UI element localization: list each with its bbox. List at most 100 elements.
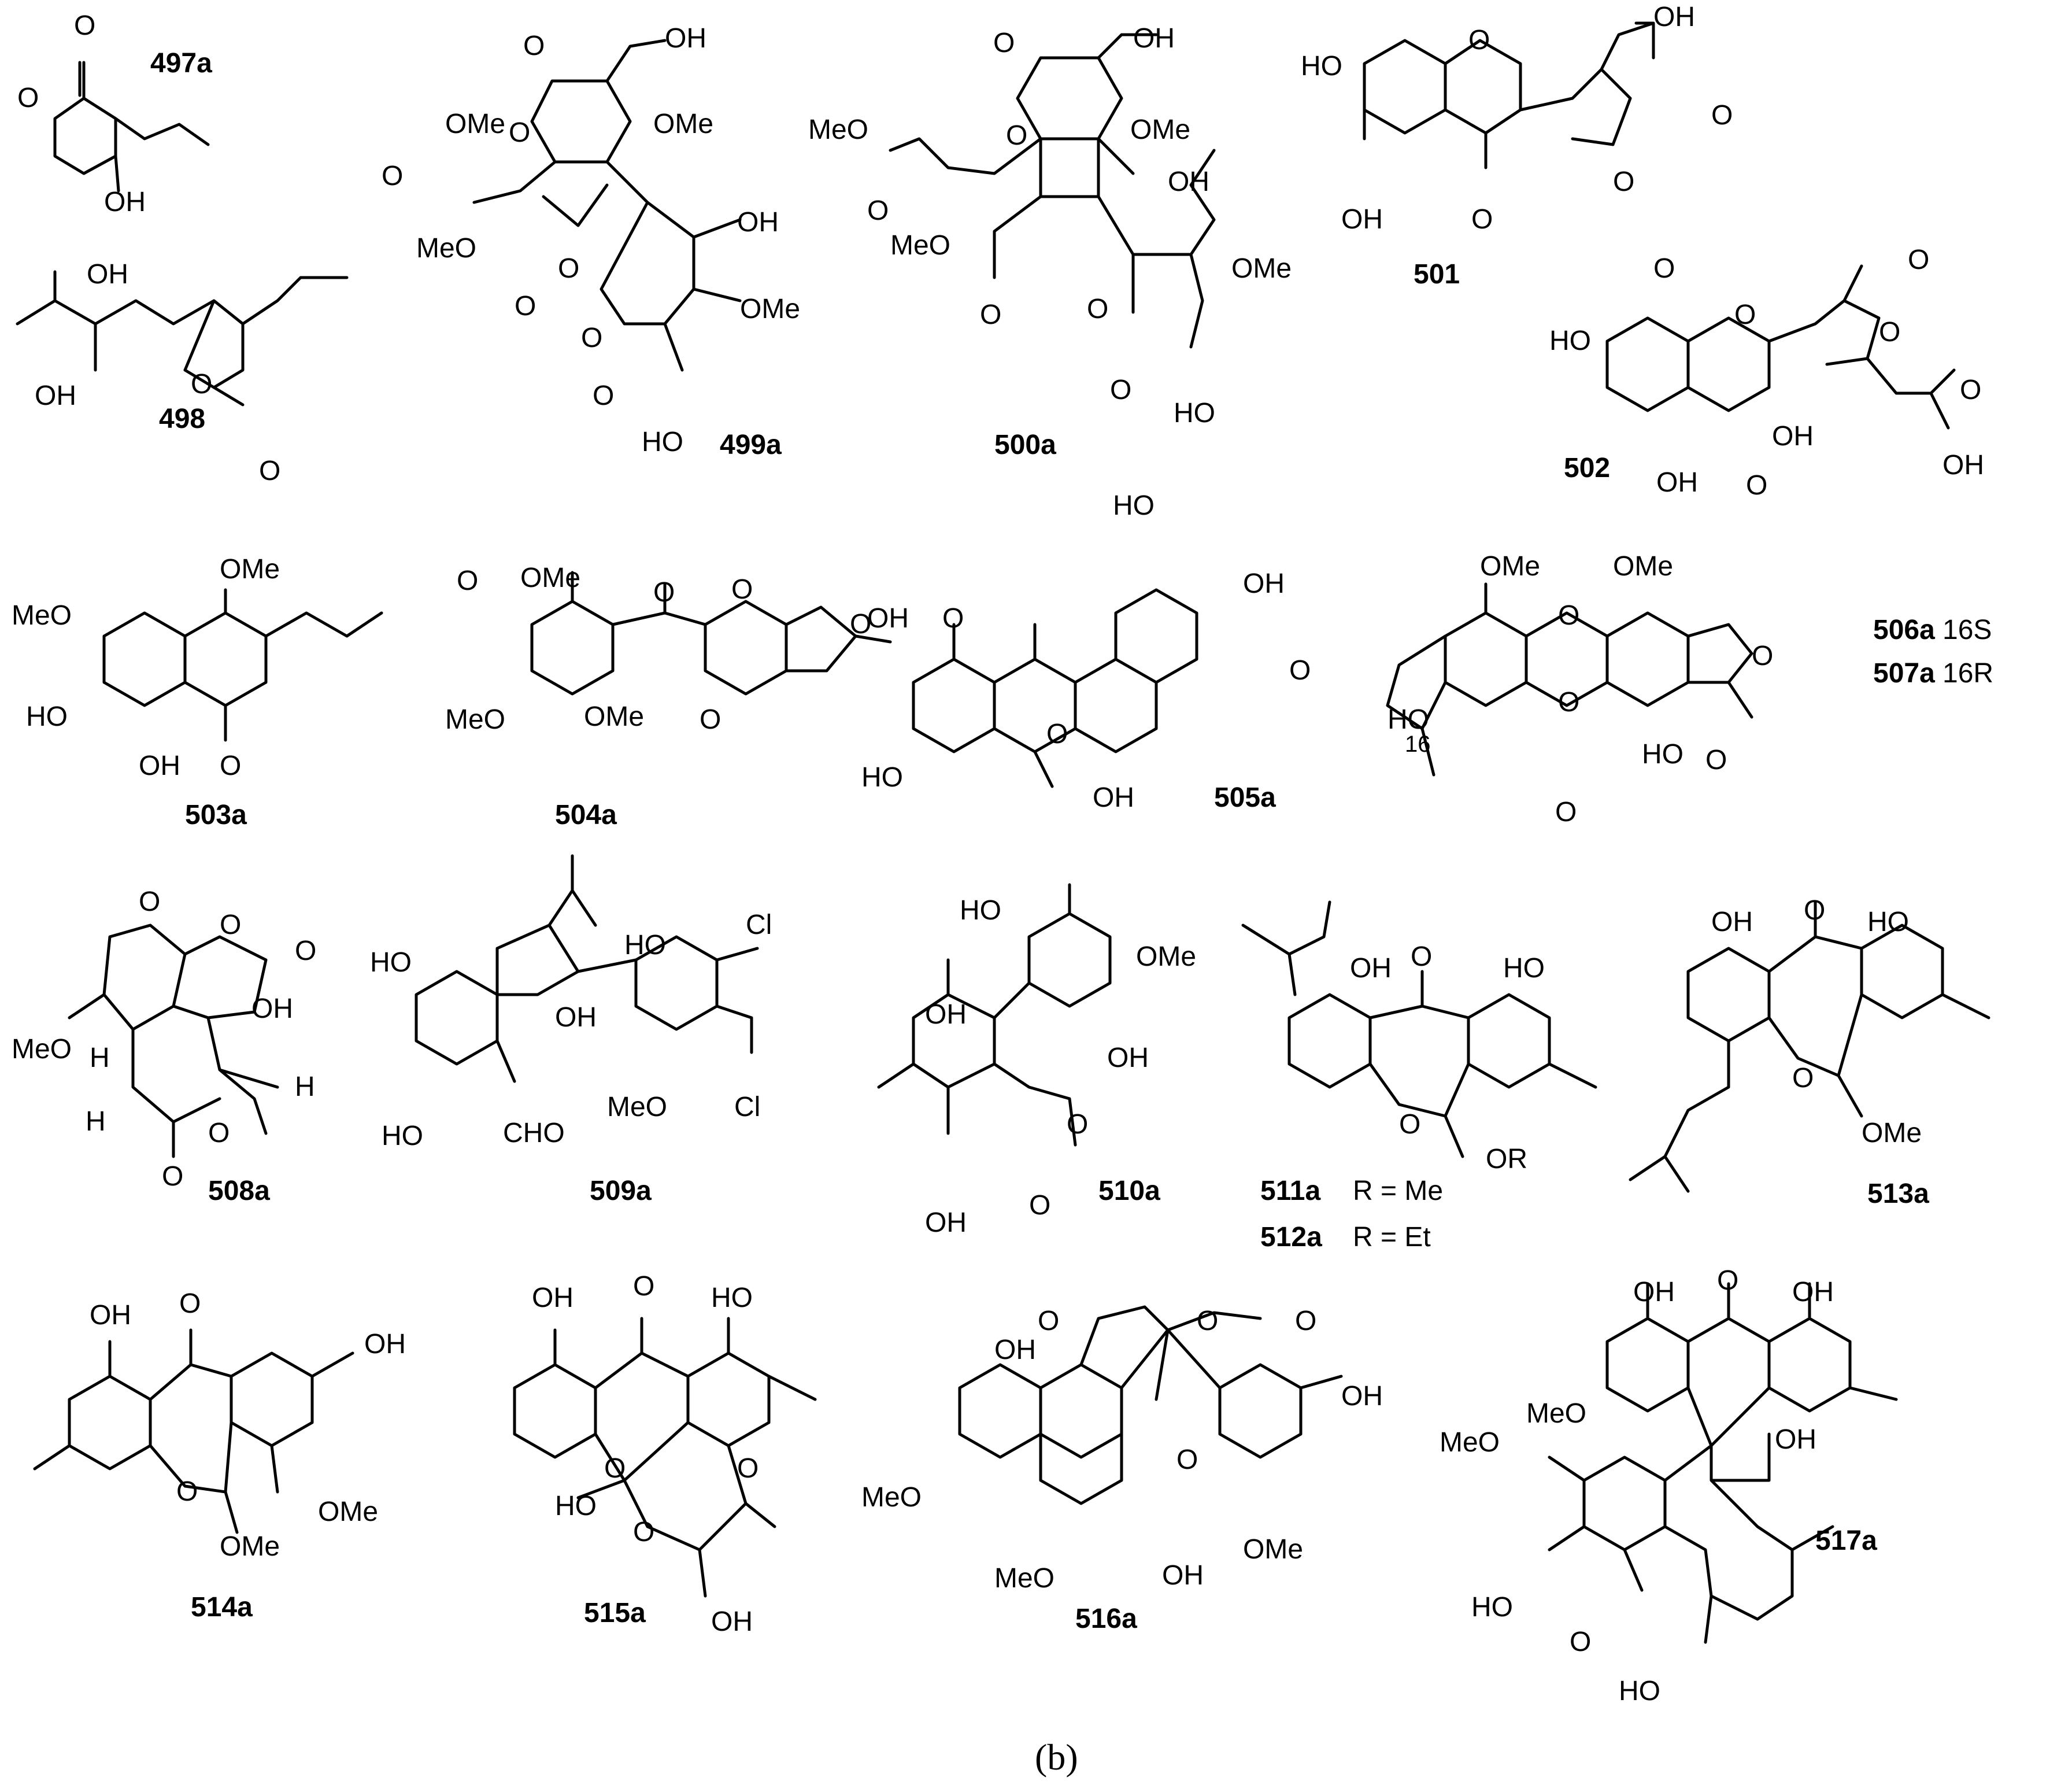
atom-HO: HO [1113,490,1155,521]
atom-O: O [208,1118,230,1148]
compound-label: 501 [1414,259,1460,290]
panel-label: (b) [1035,1737,1078,1778]
atom-Cl: Cl [734,1092,760,1122]
atom-O: O [1804,895,1825,926]
atom-O: O [1067,1109,1088,1140]
atom-CHO: CHO [503,1118,565,1148]
atom-OH: OH [90,1300,131,1331]
structure-511a-512a: OH O HO O OR 511a R = Me 512a R = Et [1241,900,1597,1253]
atom-O: O [259,456,280,486]
atom-O: O [74,10,95,41]
compound-label: 517a [1815,1525,1877,1556]
compound-label: 516a [1075,1604,1137,1634]
atom-OMe: OMe [220,1531,280,1562]
atom-OMe: OMe [584,701,644,732]
atom-OH: OH [1792,1277,1834,1307]
atom-MeO: MeO [808,114,868,145]
atom-O: O [980,300,1001,330]
structure-508a: O O O OH MeO H H H O O 508a [12,886,316,1206]
atom-OH: OH [1350,953,1392,984]
atom-O: O [604,1453,626,1484]
atom-H: H [86,1106,106,1137]
atom-O: O [850,609,871,640]
atom-HO: HO [1174,398,1215,428]
compound-label: 502 [1564,453,1610,483]
atom-O: O [1570,1627,1591,1657]
atom-O: O [179,1288,201,1319]
atom-OH: OH [1942,450,1984,481]
structure-505a: HO OH OH O O O HO OH 505a [861,490,1311,813]
atom-Cl: Cl [746,910,772,940]
atom-O: O [176,1476,198,1507]
atom-O: O [1555,797,1577,827]
structure-498: OH OH O O 498 [16,259,349,486]
compound-label: 509a [590,1176,652,1206]
atom-OR: OR [1486,1144,1527,1174]
structure-497a: O O OH 497a [17,10,212,217]
atom-OH: OH [139,751,180,781]
atom-O: O [558,253,579,284]
atom-OH: OH [1133,23,1175,54]
atom-OMe: OMe [220,554,280,585]
structure-504a: O OMe O O O MeO OMe O 504a [445,563,892,830]
atom-HO: HO [642,427,683,457]
structure-515a: OH O HO O O HO O OH 515a [513,1271,817,1637]
atom-O: O [1908,245,1929,275]
atom-OMe: OMe [1130,114,1190,145]
atom-OMe: OMe [653,109,713,139]
atom-HO: HO [1619,1676,1660,1706]
atom-O: O [1734,300,1756,330]
compound-label: 507a [1873,658,1935,689]
atom-O: O [1038,1306,1059,1336]
atom-O: O [1711,100,1733,131]
structure-516a: O O O OH OH O MeO OMe MeO OH 516a [861,1305,1383,1634]
atom-HO: HO [711,1283,753,1313]
compound-label: 498 [159,404,205,434]
structure-500a: O OH OMe O MeO O OH MeO OMe O O O HO 500… [808,23,1292,460]
atom-OMe: OMe [445,109,505,139]
compound-label: 506a [1873,615,1935,645]
atom-O: O [1792,1063,1814,1094]
atom-O: O [220,910,241,940]
atom-HO: HO [1301,51,1342,82]
compound-label: 497a [150,48,212,79]
atom-HO: HO [26,701,68,732]
atom-MeO: MeO [12,1034,72,1065]
atom-H: H [295,1072,315,1102]
atom-MeO: MeO [1440,1427,1500,1458]
atom-O: O [139,886,160,917]
atom-OH: OH [1341,204,1383,235]
atom-OH: OH [251,993,293,1024]
atom-O: O [1653,253,1675,284]
atom-O: O [581,323,602,353]
atom-O: O [1289,655,1311,686]
atom-locant-16: 16 [1405,732,1431,757]
atom-O: O [1746,470,1767,501]
atom-O: O [523,31,545,61]
atom-OMe: OMe [1862,1118,1922,1148]
atom-O: O [593,380,614,411]
atom-O: O [457,566,478,596]
structure-510a: HO OMe OH OH O OH O 510a [877,883,1196,1238]
atom-O: O [1399,1109,1420,1140]
atom-HO: HO [1503,953,1545,984]
atom-O: O [1879,317,1900,348]
atom-HO: HO [1471,1592,1513,1623]
structure-513a: OH O HO O OMe 513a [1629,895,1990,1209]
atom-O: O [653,577,675,608]
atom-O: O [942,603,964,634]
atom-MeO: MeO [607,1092,667,1122]
atom-O: O [1295,1306,1316,1336]
atom-O: O [295,936,316,966]
atom-O: O [993,28,1015,58]
atom-HO: HO [1388,704,1429,735]
atom-O: O [633,1271,654,1302]
atom-OMe: OMe [1243,1534,1303,1565]
atom-O: O [1197,1306,1218,1336]
atom-MeO: MeO [861,1482,922,1513]
atom-O: O [1468,25,1490,56]
atom-OH: OH [737,207,779,238]
atom-OMe: OMe [740,294,800,324]
atom-HO: HO [1642,739,1684,770]
atom-OH: OH [1653,2,1695,32]
